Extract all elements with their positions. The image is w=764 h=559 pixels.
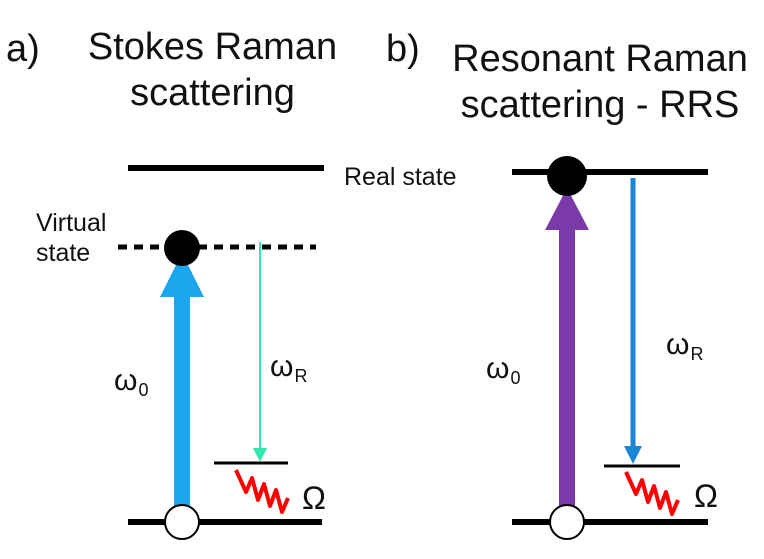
panel-a-title-line1: Stokes Raman — [87, 26, 338, 68]
panel-a-ground-hole — [164, 504, 200, 540]
virtual-state-label-line1: Virtual — [36, 209, 107, 237]
panel-b-ground-hole — [549, 504, 585, 540]
panel-b-incident-arrow-head — [545, 188, 589, 230]
virtual-state-label-line2: state — [36, 239, 91, 267]
panel-b-phonon-wave — [624, 471, 680, 516]
panel-a-scattered-label: ωR — [270, 350, 308, 386]
panel-b-incident-arrow-shaft — [559, 226, 575, 520]
panel-b-title-line1: Resonant Raman — [452, 38, 748, 80]
panel-a-incident-arrow-shaft — [174, 296, 190, 518]
panel-a-title-line2: scattering — [130, 72, 295, 114]
panel-b-scattered-label: ωR — [666, 328, 704, 364]
real-state-label: Real state — [344, 163, 457, 191]
virtual-state-label: Virtual state — [36, 208, 106, 268]
panel-a-title: Stokes Raman scattering — [70, 24, 355, 116]
panel-a-incident-label: ω0 — [114, 364, 149, 400]
panel-a-virtual-electron — [164, 230, 200, 266]
panel-b-title: Resonant Raman scattering - RRS — [440, 36, 760, 128]
panel-b-title-line2: scattering - RRS — [460, 84, 740, 126]
panel-a-phonon-wave — [234, 469, 290, 514]
panel-b-tag: b) — [386, 28, 420, 70]
panel-a-phonon-label: Ω — [302, 480, 326, 516]
panel-b-phonon-label: Ω — [694, 478, 718, 514]
panel-b-real-electron — [547, 156, 587, 196]
panel-a-incident-arrow-head — [160, 253, 204, 297]
panel-a-scattered-arrow-head — [253, 448, 267, 462]
panel-a-tag: a) — [6, 28, 40, 70]
panel-b-scattered-arrow-head — [624, 446, 642, 464]
panel-b-incident-label: ω0 — [486, 352, 521, 388]
